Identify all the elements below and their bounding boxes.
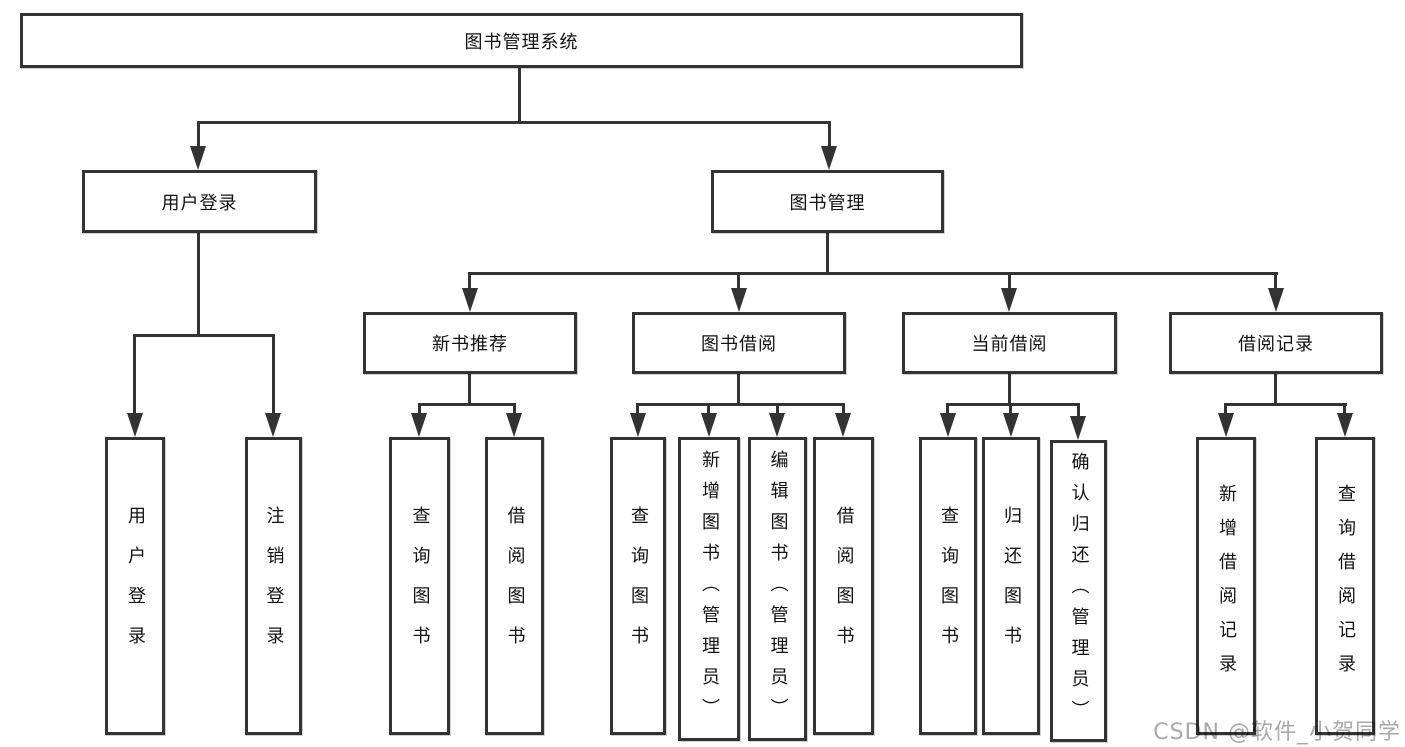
leaf-query-books-borrowing: 查询图书 <box>610 437 666 735</box>
leaf-label: 新增借阅记录 <box>1216 484 1237 688</box>
connector-stem <box>1224 403 1227 416</box>
leaf-label: 新增图书（管理员） <box>699 449 720 729</box>
arrow-down-icon <box>769 413 785 437</box>
connector-stem <box>418 403 421 416</box>
leaf-label: 编辑图书（管理员） <box>767 449 789 729</box>
connector-section-down <box>1274 374 1277 406</box>
leaf-label: 查询图书 <box>628 506 649 666</box>
connector-section-down <box>737 374 740 406</box>
leaf-label: 确认归还（管理员） <box>1068 451 1090 731</box>
leaf-label: 查询图书 <box>409 506 431 666</box>
node-new-book-recommend: 新书推荐 <box>363 312 577 374</box>
connector-root-down <box>518 68 521 124</box>
leaf-label: 归还图书 <box>1001 506 1022 666</box>
connector-section-split <box>636 403 845 406</box>
arrow-down-icon <box>1268 288 1284 312</box>
connector-stem <box>776 403 779 416</box>
connector-stem <box>1009 403 1012 416</box>
connector-stem <box>513 403 516 416</box>
connector-section-down <box>1008 374 1011 406</box>
arrow-down-icon <box>265 413 281 437</box>
arrow-down-icon <box>1218 413 1234 437</box>
node-current-borrowing: 当前借阅 <box>902 312 1117 374</box>
leaf-label: 注销登录 <box>263 506 285 666</box>
leaf-confirm-return-admin: 确认归还（管理员） <box>1050 440 1107 742</box>
connector-stem <box>1274 272 1277 292</box>
arrow-down-icon <box>1001 288 1017 312</box>
leaf-query-books-recommend: 查询图书 <box>389 437 450 735</box>
connector-section-down <box>468 374 471 406</box>
arrow-down-icon <box>1070 416 1086 440</box>
node-borrowing-records: 借阅记录 <box>1169 312 1383 374</box>
connector-stem <box>707 403 710 416</box>
connector-mgmt-down <box>826 233 829 275</box>
arrow-down-icon <box>190 146 206 170</box>
arrow-down-icon <box>1003 413 1019 437</box>
connector-stem <box>636 403 639 416</box>
connector-section-split <box>1224 403 1347 406</box>
connector-stem <box>197 121 200 147</box>
leaf-edit-book-admin: 编辑图书（管理员） <box>748 437 807 741</box>
arrow-down-icon <box>127 413 143 437</box>
arrow-down-icon <box>821 146 837 170</box>
connector-stem <box>1077 403 1080 416</box>
connector-stem <box>842 403 845 416</box>
connector-stem <box>828 121 831 147</box>
node-book-borrowing: 图书借阅 <box>632 312 846 374</box>
leaf-borrow-books-borrowing: 借阅图书 <box>813 437 874 735</box>
leaf-return-books: 归还图书 <box>982 437 1040 735</box>
arrow-down-icon <box>701 413 717 437</box>
leaf-label: 借阅图书 <box>504 506 526 666</box>
connector-stem <box>133 334 136 416</box>
leaf-user-login: 用户登录 <box>105 437 165 735</box>
connector-login-split <box>133 334 275 337</box>
connector-stem <box>1343 403 1346 416</box>
arrow-down-icon <box>506 413 522 437</box>
leaf-label: 查询借阅记录 <box>1335 484 1356 688</box>
node-book-management: 图书管理 <box>711 170 944 233</box>
arrow-down-icon <box>731 288 747 312</box>
arrow-down-icon <box>630 413 646 437</box>
connector-stem <box>946 403 949 416</box>
connector-stem <box>272 334 275 416</box>
connector-login-down <box>197 233 200 337</box>
connector-level2-split <box>197 121 831 124</box>
connector-section-split <box>946 403 1080 406</box>
leaf-label: 借阅图书 <box>833 506 855 666</box>
arrow-down-icon <box>411 413 427 437</box>
connector-stem <box>468 272 471 292</box>
connector-stem <box>737 272 740 292</box>
leaf-logout: 注销登录 <box>245 437 302 735</box>
arrow-down-icon <box>940 413 956 437</box>
leaf-label: 查询图书 <box>938 506 959 666</box>
node-user-login: 用户登录 <box>82 170 317 233</box>
leaf-query-books-current: 查询图书 <box>919 437 977 735</box>
node-library-system: 图书管理系统 <box>20 13 1023 68</box>
connector-section-split <box>418 403 516 406</box>
leaf-borrow-books-recommend: 借阅图书 <box>485 437 544 735</box>
arrow-down-icon <box>1337 413 1353 437</box>
connector-level3-split <box>468 272 1278 275</box>
leaf-label: 用户登录 <box>125 506 146 666</box>
connector-stem <box>1008 272 1011 292</box>
watermark-text: CSDN @软件_小贺同学 <box>1153 720 1401 745</box>
leaf-add-book-admin: 新增图书（管理员） <box>678 437 740 741</box>
arrow-down-icon <box>462 288 478 312</box>
leaf-query-borrow-record: 查询借阅记录 <box>1315 437 1375 735</box>
arrow-down-icon <box>835 413 851 437</box>
leaf-add-borrow-record: 新增借阅记录 <box>1196 437 1256 735</box>
